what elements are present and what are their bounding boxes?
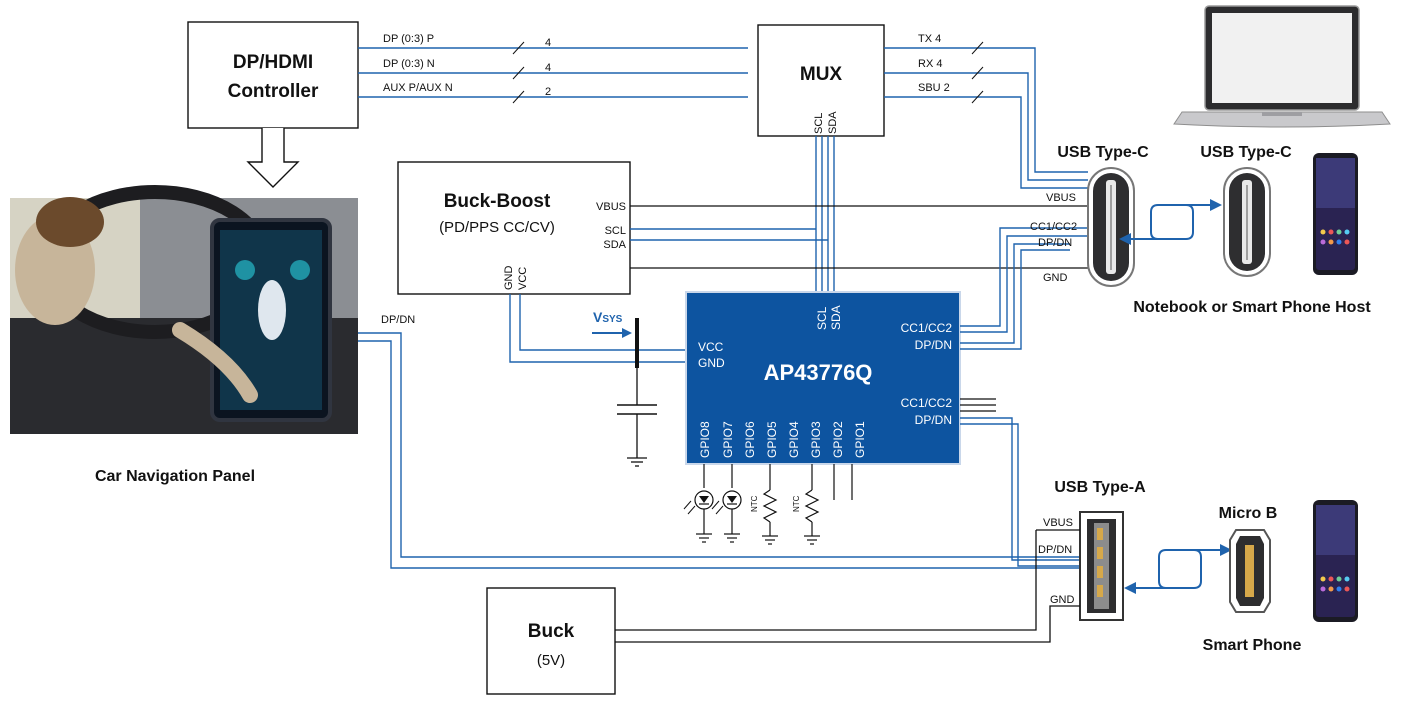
bb-pin-vbus: VBUS: [596, 201, 626, 213]
buck-title: Buck: [528, 621, 575, 642]
dp-hdmi-subtitle: Controller: [228, 81, 319, 102]
chip-gpio7: GPIO7: [721, 421, 735, 458]
bus-label-dp-n: DP (0:3) N: [383, 58, 435, 70]
bus-count-dp-n: 4: [545, 62, 551, 74]
chip-pin-sda: SDA: [829, 305, 843, 330]
usba-pin-gnd: GND: [1050, 594, 1075, 606]
usb-c-left-caption: USB Type-C: [1057, 144, 1149, 161]
usb-c-left-connector: [1087, 167, 1135, 287]
chip-gpio2: GPIO2: [831, 421, 845, 458]
smartphone-host-icon: [1313, 153, 1358, 275]
panel-usba-wires: [358, 332, 1080, 569]
buck-boost-title: Buck-Boost: [444, 191, 551, 212]
bus-count-aux: 2: [545, 86, 551, 98]
mux-title: MUX: [800, 64, 843, 85]
chip-gpio6: GPIO6: [743, 421, 757, 458]
usb-c-right-caption: USB Type-C: [1200, 144, 1292, 161]
buck-usba-wires: [615, 530, 1080, 643]
chip-pin-scl: SCL: [815, 306, 829, 330]
usbc-pin-gnd: GND: [1043, 272, 1068, 284]
svg-text:VSYS: VSYS: [593, 309, 623, 325]
usba-pin-vbus: VBUS: [1043, 517, 1073, 529]
bb-pin-vcc: VCC: [517, 267, 529, 290]
car-panel-caption: Car Navigation Panel: [95, 468, 255, 485]
usb-a-cable: [1124, 544, 1232, 594]
usb-c-right-connector: [1223, 167, 1271, 277]
usb-a-connector: [1079, 511, 1124, 621]
chip-pin-gnd: GND: [698, 356, 725, 370]
chip-usba-wires: [960, 398, 1080, 567]
chip-usbc-wires: [960, 227, 1088, 350]
bus-count-dp-p: 4: [545, 37, 551, 49]
usbc-pin-cc: CC1/CC2: [1030, 221, 1077, 233]
usbc-pin-dpdn: DP/DN: [1038, 237, 1072, 249]
ap43776q-chip: SCL SDA VCC GND AP43776Q CC1/CC2 DP/DN C…: [685, 291, 961, 465]
buck-boost-subtitle: (PD/PPS CC/CV): [439, 219, 555, 236]
bus-label-aux: AUX P/AUX N: [383, 82, 453, 94]
mux-chip-i2c: [815, 136, 835, 292]
bus-label-dp-p: DP (0:3) P: [383, 33, 434, 45]
bb-pin-sda: SDA: [603, 239, 626, 251]
buck-boost-wires: [509, 205, 1112, 363]
chip-gpio3: GPIO3: [809, 421, 823, 458]
mux-usbc-bus: TX 4 RX 4 SBU 2: [884, 33, 1088, 189]
laptop-icon: [1173, 5, 1391, 128]
bb-pin-scl: SCL: [605, 225, 626, 237]
usbc-pin-vbus: VBUS: [1046, 192, 1076, 204]
smart-phone-caption: Smart Phone: [1203, 637, 1302, 654]
mux-block: MUX SCL SDA: [757, 24, 885, 137]
chip-gpio4: GPIO4: [787, 421, 801, 458]
chip-pin-vcc: VCC: [698, 340, 724, 354]
bb-pin-gnd: GND: [503, 266, 515, 291]
chip-gpio5: GPIO5: [765, 421, 779, 458]
ntc-label-2: NTC: [792, 495, 801, 512]
bus-label-sbu: SBU 2: [918, 82, 950, 94]
vsys-node: VSYS: [592, 309, 657, 467]
chip-gpio8: GPIO8: [698, 421, 712, 458]
controller-down-arrow: [246, 128, 300, 188]
smartphone-icon: [1313, 500, 1358, 622]
buck-boost-block: Buck-Boost (PD/PPS CC/CV) VBUS SCL SDA G…: [397, 161, 631, 295]
chip-pin-dpdn-1: DP/DN: [915, 338, 952, 352]
bus-label-rx: RX 4: [918, 58, 942, 70]
bus-label-tx: TX 4: [918, 33, 941, 45]
micro-b-connector: [1229, 529, 1271, 613]
chip-pin-cc-2: CC1/CC2: [901, 396, 953, 410]
usba-pin-dpdn: DP/DN: [1038, 544, 1072, 556]
micro-b-caption: Micro B: [1219, 505, 1278, 522]
buck-block: Buck (5V): [486, 587, 616, 695]
usb-c-cable: [1119, 199, 1222, 245]
car-navigation-panel-image: [10, 185, 358, 434]
chip-pin-dpdn-2: DP/DN: [915, 413, 952, 427]
gpio-components: NTC NTC: [683, 464, 853, 545]
panel-dpdn-label: DP/DN: [381, 314, 415, 326]
ntc-label-1: NTC: [750, 495, 759, 512]
mux-pin-sda: SDA: [827, 111, 839, 134]
chip-gpio1: GPIO1: [853, 421, 867, 458]
chip-name: AP43776Q: [764, 360, 873, 385]
host-caption: Notebook or Smart Phone Host: [1133, 299, 1371, 316]
mux-pin-scl: SCL: [813, 113, 825, 134]
dp-hdmi-title: DP/HDMI: [233, 52, 313, 73]
chip-pin-cc-1: CC1/CC2: [901, 321, 953, 335]
controller-mux-bus: DP (0:3) P DP (0:3) N AUX P/AUX N 4 4 2: [358, 33, 748, 104]
dp-hdmi-controller-block: DP/HDMI Controller: [187, 21, 359, 129]
buck-subtitle: (5V): [537, 652, 565, 669]
usb-a-caption: USB Type-A: [1054, 479, 1146, 496]
